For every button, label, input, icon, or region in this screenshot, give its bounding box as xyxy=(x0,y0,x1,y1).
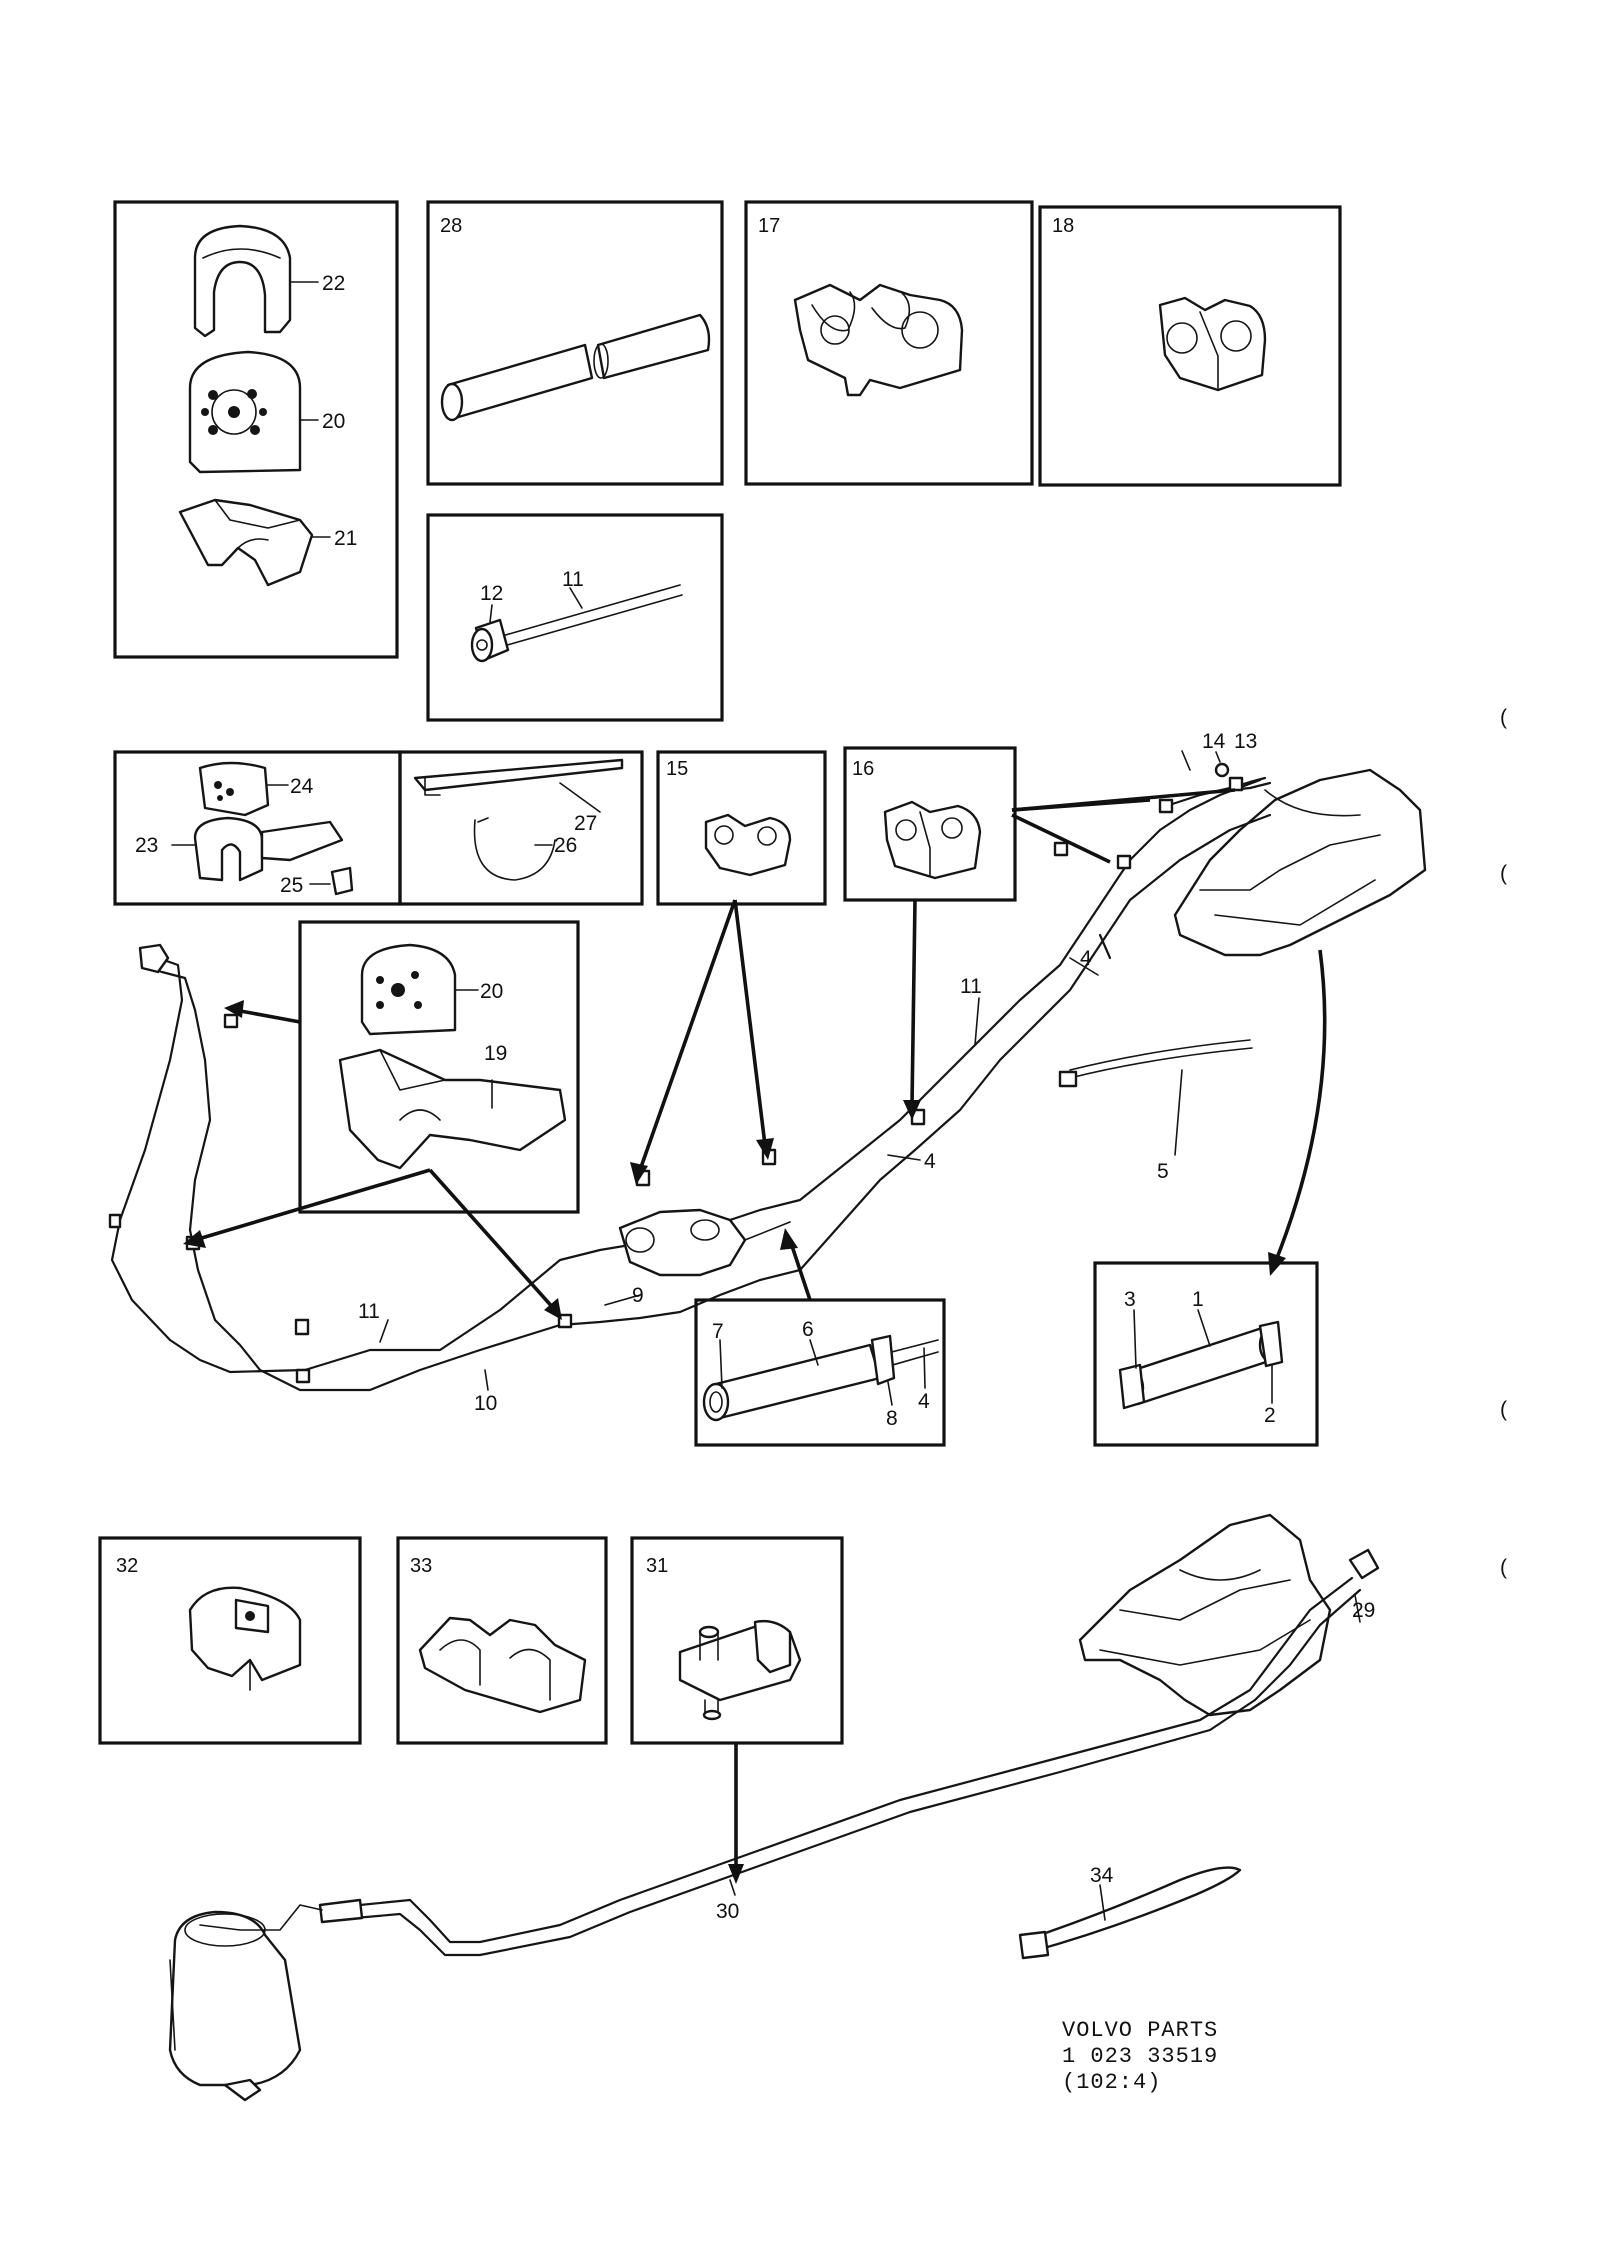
callout-11-main-left: 11 xyxy=(358,1300,380,1323)
detail-box-15-clip xyxy=(656,750,827,906)
callout-11-main-right: 11 xyxy=(960,975,982,998)
box-number-15: 15 xyxy=(666,758,688,780)
footer-part-number: 1 023 33519 xyxy=(1062,2044,1218,2069)
callout-7: 7 xyxy=(712,1320,724,1343)
detail-box-16-clip xyxy=(843,746,1017,902)
box-number-31: 31 xyxy=(646,1555,668,1577)
pointer-arrows xyxy=(183,788,1327,1884)
callout-20-upper: 20 xyxy=(322,410,345,433)
detail-box-32-clip xyxy=(98,1536,362,1745)
callout-2: 2 xyxy=(1264,1404,1276,1427)
detail-box-26-27-edge-trim xyxy=(398,750,644,906)
margin-mark-4: ( xyxy=(1500,1556,1507,1579)
box-number-33: 33 xyxy=(410,1555,432,1577)
callout-labels: 22 20 21 12 11 24 23 25 27 26 14 13 20 1… xyxy=(135,272,1375,1923)
box-number-17: 17 xyxy=(758,215,780,237)
callout-34: 34 xyxy=(1090,1864,1114,1887)
detail-box-17-double-clip xyxy=(744,200,1034,486)
callout-8: 8 xyxy=(886,1407,898,1430)
detail-box-23-24-25-clamp xyxy=(113,750,402,906)
callout-26: 26 xyxy=(554,834,577,857)
callout-27: 27 xyxy=(574,812,597,835)
callout-21: 21 xyxy=(334,527,357,550)
callout-4-filter: 4 xyxy=(918,1390,930,1413)
detail-box-11-12-pipe-nut xyxy=(426,513,724,722)
callout-20-lower: 20 xyxy=(480,980,503,1003)
margin-mark-2: ( xyxy=(1500,862,1507,885)
callout-5: 5 xyxy=(1157,1160,1169,1183)
callout-29: 29 xyxy=(1352,1599,1375,1622)
detail-box-28-hose xyxy=(426,200,724,486)
callout-10: 10 xyxy=(474,1392,497,1415)
callout-9: 9 xyxy=(632,1284,644,1307)
callout-12: 12 xyxy=(480,582,503,605)
callout-3: 3 xyxy=(1124,1288,1136,1311)
margin-mark-1: ( xyxy=(1500,706,1507,729)
detail-box-6-7-8-filter-hose xyxy=(694,1298,946,1447)
callout-11-pipe-box: 11 xyxy=(562,568,584,591)
parts-reference-footer: VOLVO PARTS 1 023 33519 (102:4) xyxy=(1062,2018,1218,2095)
callout-1: 1 xyxy=(1192,1288,1204,1311)
detail-box-31-clip-with-stud xyxy=(630,1536,844,1745)
callout-4-middle: 4 xyxy=(924,1150,936,1173)
callout-30: 30 xyxy=(716,1900,739,1923)
callout-13: 13 xyxy=(1234,730,1257,753)
box-number-labels: 28 17 18 15 16 32 33 31 xyxy=(116,215,1074,1577)
box-number-32: 32 xyxy=(116,1555,138,1577)
detail-box-18-clip xyxy=(1038,205,1342,487)
detail-box-19-20-cradle xyxy=(298,920,580,1214)
box-number-16: 16 xyxy=(852,758,874,780)
callout-24: 24 xyxy=(290,775,314,798)
footer-code: (102:4) xyxy=(1062,2070,1161,2095)
callout-14: 14 xyxy=(1202,730,1226,753)
lower-fuel-line-assembly xyxy=(168,1513,1380,2102)
footer-brand: VOLVO PARTS xyxy=(1062,2018,1218,2043)
box-number-18: 18 xyxy=(1052,215,1074,237)
callout-19: 19 xyxy=(484,1042,507,1065)
margin-marks: ( ( ( ( xyxy=(1500,706,1507,1579)
callout-25: 25 xyxy=(280,874,303,897)
margin-mark-3: ( xyxy=(1500,1398,1507,1421)
callout-4-upper: 4 xyxy=(1080,947,1092,970)
callout-22: 22 xyxy=(322,272,345,295)
box-number-28: 28 xyxy=(440,215,462,237)
detail-box-clamp-set-20-21-22 xyxy=(113,200,399,659)
callout-6: 6 xyxy=(802,1318,814,1341)
callout-23: 23 xyxy=(135,834,158,857)
detail-box-33-double-clip xyxy=(396,1536,608,1745)
detail-box-1-2-3-hose-clamp xyxy=(1093,1261,1319,1447)
